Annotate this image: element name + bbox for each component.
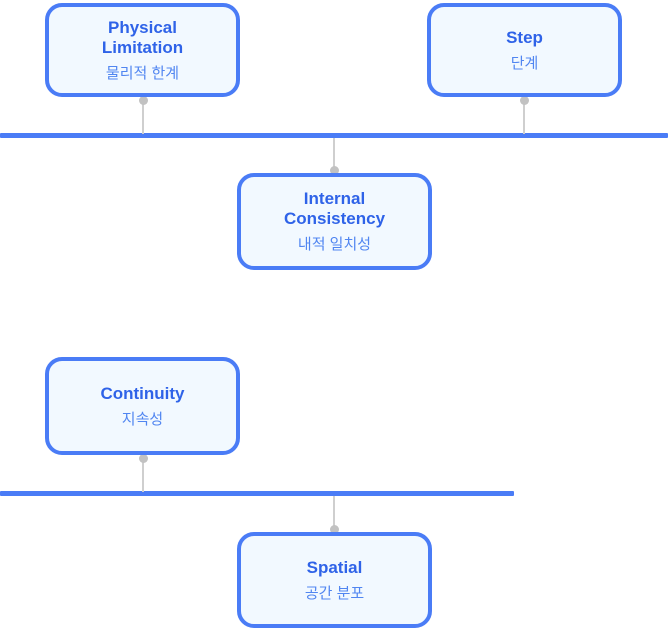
node-spatial: Spatial 공간 분포 xyxy=(237,532,432,628)
connector-line-internal-consistency xyxy=(333,138,335,172)
node-subtitle: 물리적 한계 xyxy=(105,64,180,82)
node-step: Step 단계 xyxy=(427,3,622,97)
node-subtitle: 지속성 xyxy=(121,410,164,428)
connector-dot-continuity xyxy=(139,454,148,463)
connector-dot-internal-consistency xyxy=(330,166,339,175)
node-physical-limitation: Physical Limitation 물리적 한계 xyxy=(45,3,240,97)
bus-line-top xyxy=(0,133,668,138)
bus-line-bottom xyxy=(0,491,514,496)
connector-line-continuity xyxy=(142,456,144,492)
connector-line-physical-limitation xyxy=(142,99,144,134)
connector-line-spatial xyxy=(333,496,335,531)
node-subtitle: 내적 일치성 xyxy=(297,236,372,253)
node-title: Spatial xyxy=(306,557,363,577)
node-title: Continuity xyxy=(100,383,185,403)
node-title: Physical Limitation xyxy=(101,17,184,57)
node-title: Internal Consistency xyxy=(283,189,386,228)
node-title: Step xyxy=(506,27,543,47)
connector-dot-step xyxy=(520,96,529,105)
node-subtitle: 단계 xyxy=(510,54,539,72)
connector-line-step xyxy=(523,99,525,134)
connector-dot-spatial xyxy=(330,525,339,534)
connector-dot-physical-limitation xyxy=(139,96,148,105)
node-subtitle: 공간 분포 xyxy=(304,584,365,602)
node-internal-consistency: Internal Consistency 내적 일치성 xyxy=(237,173,432,270)
node-continuity: Continuity 지속성 xyxy=(45,357,240,455)
